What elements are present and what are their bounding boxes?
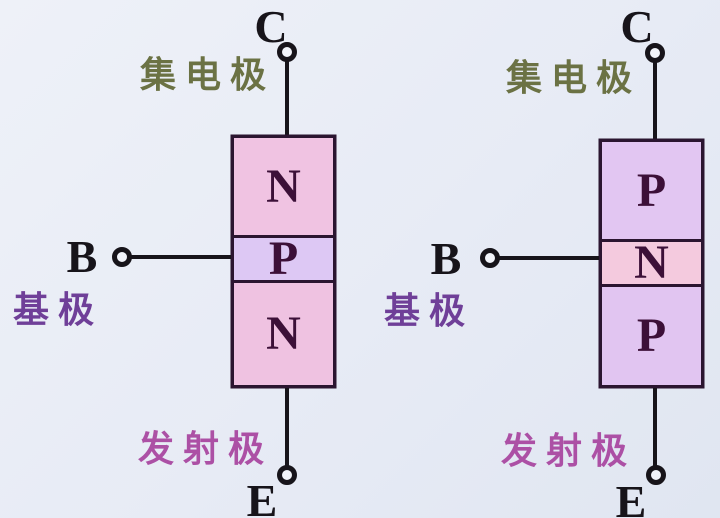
npn-collector-label: 集电极 (140, 55, 276, 95)
pnp-collector-terminal-letter: C (620, 1, 654, 52)
npn-base-terminal-circle (112, 247, 132, 267)
pnp-base-wire (498, 256, 599, 260)
pnp-emitter-terminal-circle (646, 465, 666, 485)
npn-collector-terminal-letter: C (254, 1, 288, 52)
pnp-emitter-label: 发射极 (501, 431, 637, 471)
npn-transistor-body: N P N (231, 135, 336, 388)
npn-base-label: 基极 (13, 290, 104, 330)
pnp-emitter-terminal-letter: E (615, 476, 647, 518)
npn-emitter-wire (285, 388, 289, 467)
pnp-emitter-wire (653, 388, 657, 466)
npn-collector-wire (285, 60, 289, 136)
npn-layer-collector: N (234, 138, 333, 238)
npn-layer-base: P (234, 235, 333, 283)
npn-collector-terminal-circle (277, 42, 297, 62)
npn-base-wire (130, 255, 231, 259)
pnp-layer-emitter: P (602, 287, 701, 385)
npn-emitter-terminal-circle (277, 465, 297, 485)
pnp-collector-label: 集电极 (506, 58, 642, 98)
npn-layer-emitter: N (234, 283, 333, 385)
pnp-layer-base: N (602, 239, 701, 287)
npn-emitter-terminal-letter: E (246, 475, 278, 518)
pnp-transistor-body: P N P (599, 139, 704, 388)
npn-emitter-label: 发射极 (138, 429, 274, 469)
pnp-collector-wire (653, 61, 657, 139)
pnp-base-terminal-letter: B (430, 233, 462, 284)
pnp-base-terminal-circle (480, 248, 500, 268)
pnp-layer-collector: P (602, 142, 701, 242)
pnp-collector-terminal-circle (645, 43, 665, 63)
npn-base-terminal-letter: B (66, 231, 98, 282)
pnp-base-label: 基极 (384, 291, 475, 331)
